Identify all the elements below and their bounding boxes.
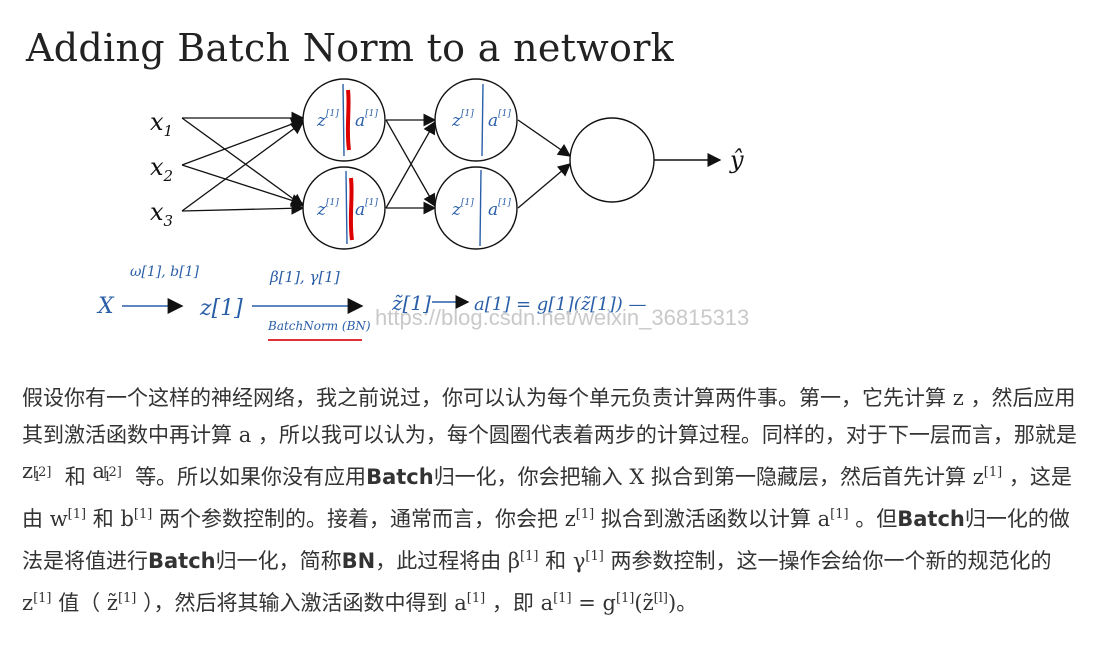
svg-text:X: X (96, 294, 115, 319)
input-x2: x2 (150, 153, 173, 185)
math-beta1: β[1] (507, 549, 539, 573)
math-a: a (238, 423, 252, 447)
svg-text:BatchNorm (BN): BatchNorm (BN) (267, 319, 371, 333)
math-b1: b[1] (120, 507, 153, 531)
connections-input-layer1 (181, 111, 305, 215)
hw-l1-bot-z: z[1] (316, 198, 339, 220)
hw-l1-top-z: z[1] (316, 109, 339, 131)
neuron-l2-top (434, 78, 518, 162)
math-equation: a[1] = g[1](z̃[l]) (540, 591, 677, 615)
lecture-figure: Adding Batch Norm to a network x1 x2 x3 (20, 18, 760, 348)
output-y-hat: ŷ (729, 146, 744, 174)
hw-l1-bot-a: a[1] (355, 198, 378, 220)
network-diagram: x1 x2 x3 z[1] a[1] z[1] a[1] (96, 78, 744, 341)
svg-text:a[1] = g[1](z̃[1]) —: a[1] = g[1](z̃[1]) — (474, 294, 647, 315)
neuron-l2-bottom (434, 166, 518, 250)
math-z1: z[1] (972, 465, 1003, 489)
math-a1: a[1] (817, 507, 849, 531)
connections-layer1-layer2 (385, 113, 437, 215)
figure-title: Adding Batch Norm to a network (26, 26, 675, 70)
explanation-paragraph: 假设你有一个这样的神经网络，我之前说过，你可以认为每个单元负责计算两件事。第一，… (22, 386, 1077, 615)
math-z1-2: z[2]1 (22, 459, 52, 485)
hw-l2-bot-a: a[1] (488, 198, 511, 220)
watermark: https://blog.csdn.net/weixin_36815313 (375, 305, 750, 330)
math-X: X (629, 465, 645, 489)
math-z: z (952, 386, 964, 410)
math-a1-2: a[2]1 (92, 459, 122, 485)
bn-mark-top (345, 89, 351, 151)
svg-text:ω[1], b[1]: ω[1], b[1] (130, 264, 199, 280)
hw-l2-bot-z: z[1] (451, 198, 474, 220)
svg-text:z[1]: z[1] (199, 296, 243, 321)
neuron-output (569, 117, 655, 203)
math-gamma1: γ[1] (572, 549, 604, 573)
input-x3: x3 (150, 198, 173, 230)
math-z1-c: z[1] (22, 591, 52, 615)
bn-mark-bottom (348, 177, 354, 241)
svg-text:β[1], γ[1]: β[1], γ[1] (269, 268, 340, 286)
connections-layer2-output (517, 119, 572, 209)
hw-l1-top-a: a[1] (355, 109, 378, 131)
hw-l2-top-a: a[1] (488, 109, 511, 131)
math-w1: w[1] (49, 507, 87, 531)
svg-text:z̃[1]: z̃[1] (391, 291, 431, 315)
hw-l2-top-z: z[1] (451, 109, 474, 131)
handwritten-chain: X ω[1], b[1] z[1] β[1], γ[1] BatchNorm (… (96, 264, 647, 341)
math-z1-b: z[1] (564, 507, 595, 531)
math-ztilde1: z̃[1] (106, 591, 137, 615)
neuron-l1-bottom (302, 166, 386, 250)
math-a1-b: a[1] (454, 591, 486, 615)
input-x1: x1 (150, 108, 173, 140)
